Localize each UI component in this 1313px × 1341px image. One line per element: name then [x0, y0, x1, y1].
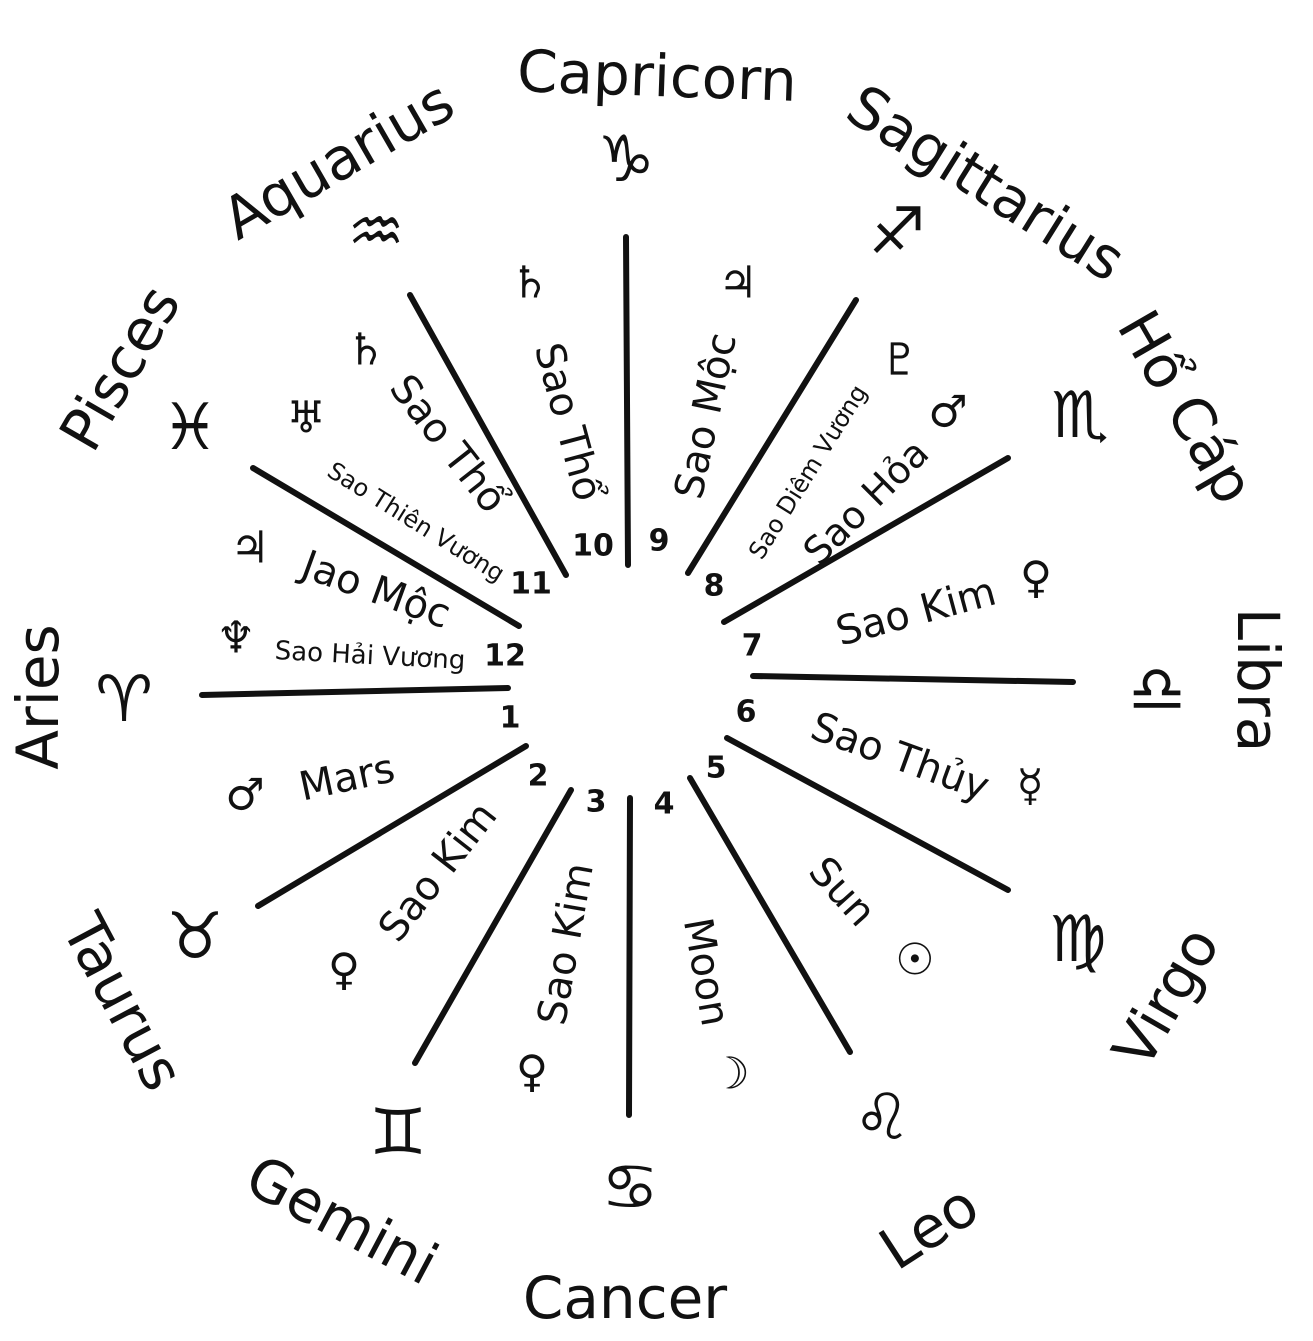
taurus-icon: ♉ [166, 900, 223, 974]
house-number-3: 3 [586, 785, 607, 820]
sign-glyphs: ♑ ♐ ♏ ♎ ♍ ♌ ♋ ♊ ♉ ♈ ♓ ♒ [95, 123, 1185, 1225]
house-numbers: 1 2 3 4 5 6 7 8 9 10 11 12 [484, 524, 762, 822]
sun-icon: ☉ [895, 935, 934, 986]
sign-name-cancer: Cancer [523, 1264, 727, 1332]
virgo-icon: ♍ [1049, 903, 1106, 977]
venus-icon: ♀ [328, 945, 360, 996]
aries-icon: ♈ [95, 663, 152, 737]
mars-icon: ♂ [928, 387, 967, 438]
pluto-icon: ♇ [880, 335, 919, 386]
house-number-6: 6 [736, 695, 757, 730]
ruler-name: Sao Kim [370, 793, 507, 950]
mercury-icon: ☿ [1016, 761, 1043, 812]
house-number-4: 4 [654, 787, 675, 822]
divider-line [687, 775, 853, 1055]
capricorn-icon: ♑ [597, 123, 654, 197]
venus-icon: ♀ [1020, 553, 1052, 604]
saturn-icon: ♄ [346, 325, 385, 376]
house-dividers [199, 234, 1076, 1118]
house-number-1: 1 [500, 701, 521, 736]
jupiter-icon: ♃ [718, 258, 757, 309]
leo-icon: ♌ [853, 1081, 910, 1155]
divider-line [724, 735, 1011, 893]
ruler-name: Jao Mộc [293, 541, 457, 638]
divider-line [626, 795, 633, 1118]
sign-name-ho-cap: Hổ Cáp [1104, 299, 1268, 515]
divider-line [407, 292, 569, 578]
ruler-name: Sao Kim [529, 860, 603, 1029]
uranus-icon: ♅ [286, 393, 325, 444]
pisces-icon: ♓ [161, 391, 218, 465]
sign-names: Capricorn Sagittarius Hổ Cáp Libra Virgo… [4, 37, 1292, 1332]
house-number-8: 8 [704, 569, 725, 604]
divider-line [721, 455, 1011, 625]
house-number-7: 7 [742, 629, 763, 664]
house-number-9: 9 [649, 524, 670, 559]
ruler-name: Sun [799, 848, 884, 935]
ruler-glyphs: ♄ ♃ ♇ ♂ ♀ ☿ ☉ ☽ ♀ ♀ ♂ ♆ ♃ ♅ ♄ [216, 258, 1052, 1100]
sign-name-capricorn: Capricorn [516, 37, 798, 115]
sign-name-aquarius: Aquarius [211, 67, 466, 253]
divider-line [199, 685, 511, 698]
mars-icon: ♂ [225, 770, 264, 821]
divider-line [750, 673, 1076, 685]
ruler-name: Moon [674, 914, 738, 1029]
divider-line [250, 465, 522, 629]
sign-name-leo: Leo [868, 1171, 991, 1284]
gemini-icon: ♊ [369, 1096, 426, 1170]
sagittarius-icon: ♐ [868, 195, 925, 269]
sign-name-aries: Aries [4, 624, 72, 770]
scorpio-icon: ♏ [1051, 379, 1108, 453]
house-number-11: 11 [510, 567, 552, 602]
sign-name-libra: Libra [1224, 608, 1292, 753]
ruler-name: Sao Kim [831, 569, 1001, 656]
house-number-5: 5 [706, 751, 727, 786]
divider-line [623, 234, 631, 568]
ruler-name: Sao Mộc [666, 329, 746, 503]
ruler-name: Sao Hải Vương [274, 636, 466, 676]
divider-line [685, 297, 859, 576]
moon-icon: ☽ [710, 1049, 749, 1100]
divider-line [412, 787, 574, 1066]
house-number-12: 12 [484, 639, 526, 674]
jupiter-icon: ♃ [230, 523, 269, 574]
neptune-icon: ♆ [216, 613, 255, 664]
ruler-name: Mars [295, 745, 399, 810]
aquarius-icon: ♒ [347, 195, 404, 269]
house-number-10: 10 [572, 529, 614, 564]
cancer-icon: ♋ [601, 1151, 658, 1225]
house-number-2: 2 [528, 759, 549, 794]
ruler-name: Sao Thổ [525, 338, 611, 506]
venus-icon: ♀ [516, 1047, 548, 1098]
libra-icon: ♎ [1128, 653, 1185, 727]
divider-line [255, 743, 529, 909]
sign-name-virgo: Virgo [1099, 915, 1233, 1079]
saturn-icon: ♄ [510, 258, 549, 309]
